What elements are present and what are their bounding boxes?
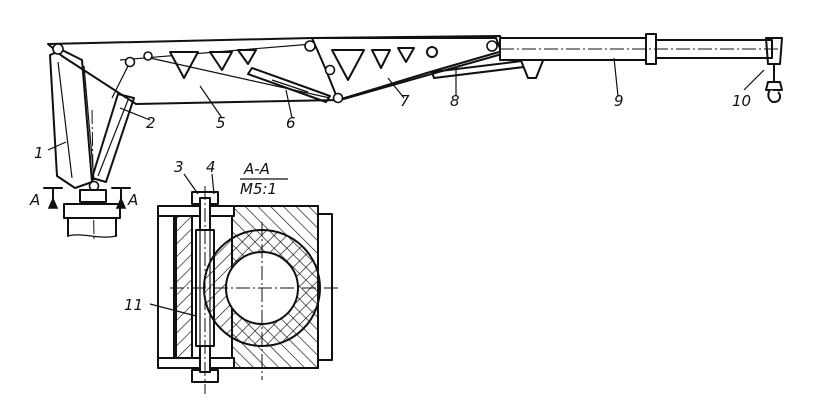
brace xyxy=(91,61,135,183)
part-label-11: 11 xyxy=(124,296,143,314)
left-plate xyxy=(175,211,193,363)
hinge-pins xyxy=(52,40,498,104)
part-label-8: 8 xyxy=(450,92,460,110)
hydraulic-cylinder-6 xyxy=(247,67,331,103)
leader-lines xyxy=(47,57,765,151)
part-label-5: 5 xyxy=(216,114,226,132)
part-label-9: 9 xyxy=(614,92,624,110)
section-cut-marks: A A xyxy=(29,187,138,209)
hook xyxy=(765,37,783,103)
section-scale: M5:1 xyxy=(240,180,277,198)
part-label-10: 10 xyxy=(732,92,751,110)
cut-label-right: A xyxy=(127,191,138,209)
telescopic-section xyxy=(499,33,782,65)
part-label-4: 4 xyxy=(206,158,216,176)
section-title: A-A xyxy=(243,160,270,178)
part-label-2: 2 xyxy=(146,114,156,132)
base-mount xyxy=(63,180,121,238)
part-label-1: 1 xyxy=(34,144,44,162)
part-label-7: 7 xyxy=(400,92,410,110)
part-label-3: 3 xyxy=(174,158,184,176)
cut-label-left: A xyxy=(29,191,40,209)
outer-boom xyxy=(311,35,507,101)
part-label-6: 6 xyxy=(286,114,296,132)
crane-elevation: A A xyxy=(29,33,783,241)
section-view: A-A M5:1 3 4 11 xyxy=(124,158,340,394)
